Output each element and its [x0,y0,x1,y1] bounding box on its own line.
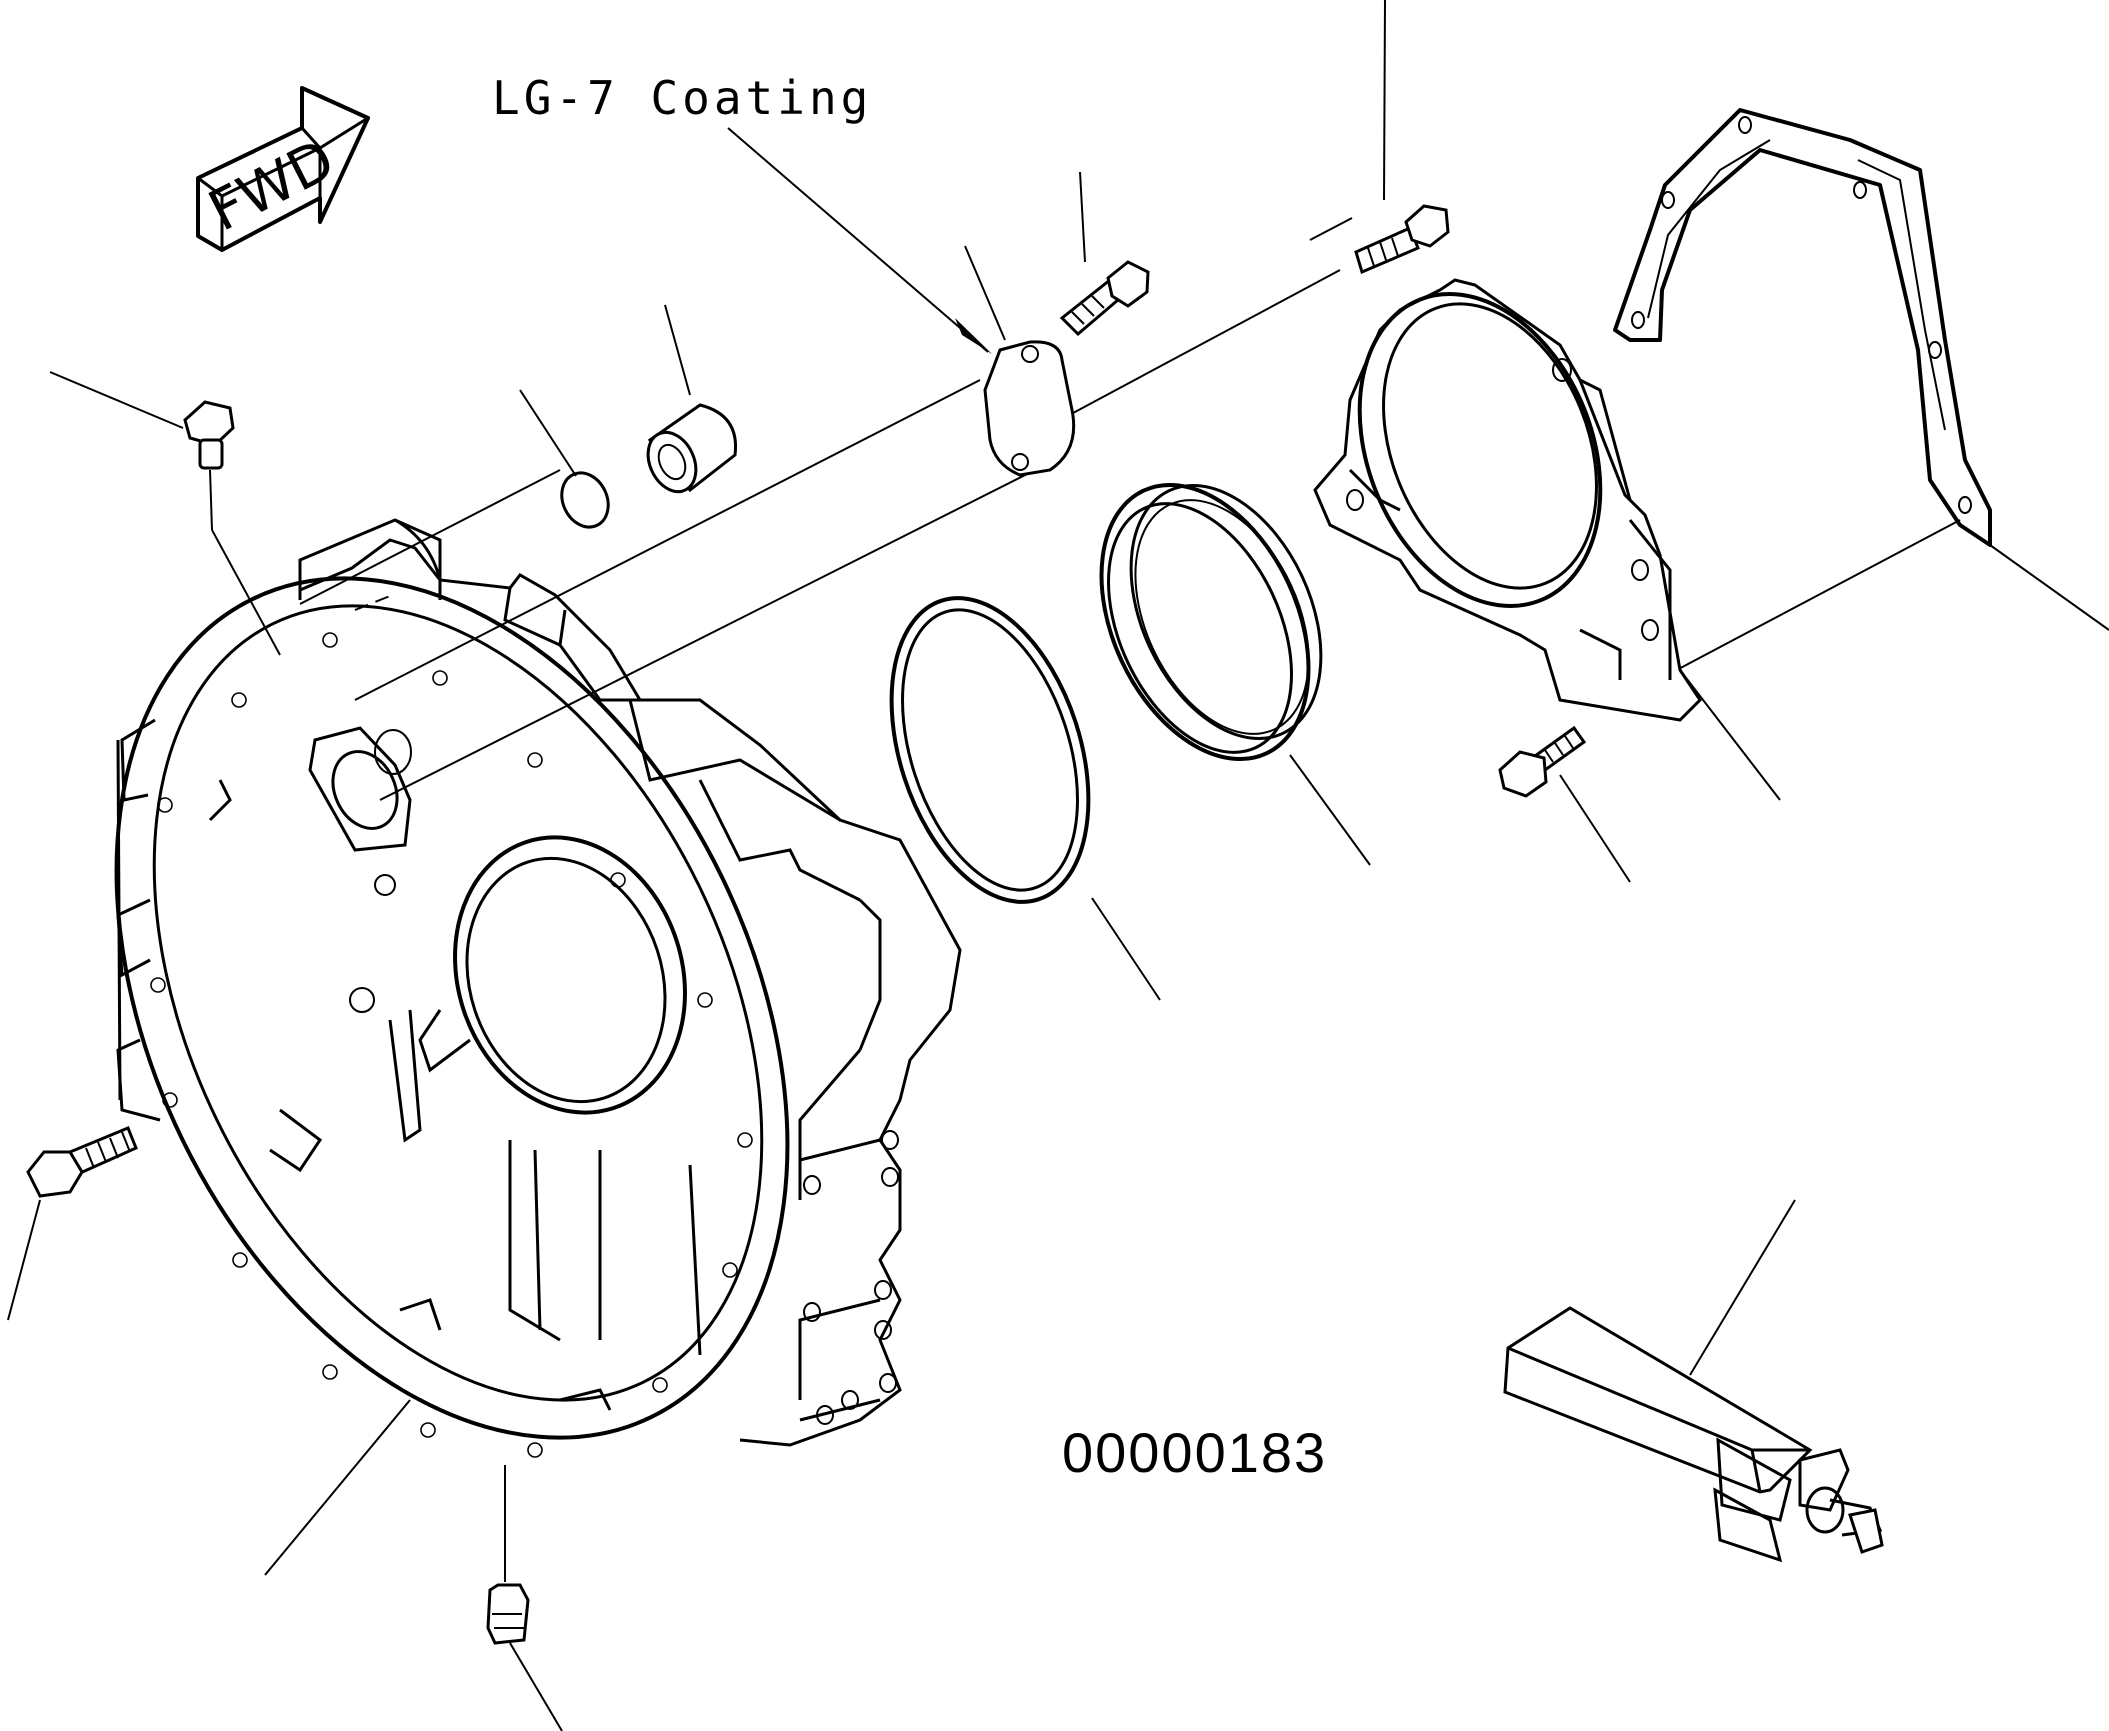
bushing [646,304,738,494]
drive-tool [1503,1199,1884,1563]
bolt-small-upper [1059,171,1150,337]
bolt-lower-left [7,1126,138,1321]
seal-ring [889,596,1161,1001]
fwd-arrow: FWD [196,86,370,252]
oil-seal [1099,482,1371,866]
drawing-number: 00000183 [1062,1421,1327,1484]
coating-leader [727,127,992,354]
seal-retainer [1313,278,1781,801]
flywheel-housing [114,518,962,1458]
fwd-label: FWD [199,127,345,244]
bolt-long-upper [1354,0,1450,275]
coating-note: LG-7 Coating [492,71,872,125]
dowel-pin [264,1399,563,1731]
bolt-small-right [1498,725,1631,883]
gasket [1613,108,2109,631]
flange-bolt-top [49,371,281,656]
plug [519,389,610,529]
cover-plate [964,245,1076,477]
